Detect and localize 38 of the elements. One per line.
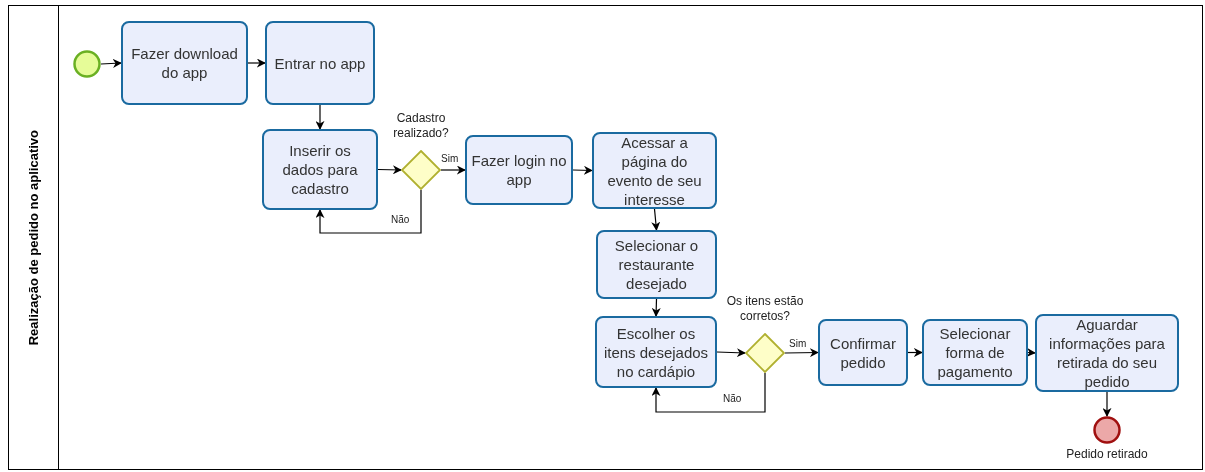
arrow	[784, 348, 819, 358]
arrow	[315, 189, 422, 234]
edge-label: Sim	[789, 338, 807, 350]
arrow	[1026, 347, 1036, 357]
arrow	[651, 208, 661, 231]
arrow	[377, 165, 402, 175]
arrow	[651, 372, 766, 413]
node-caption: Os itens estão corretos?	[725, 294, 805, 325]
process-box: Inserir os dados para cadastro	[262, 129, 378, 210]
node-caption: Cadastro realizado?	[392, 111, 450, 142]
arrow	[315, 104, 325, 130]
node-caption: Pedido retirado	[1065, 447, 1149, 463]
arrow	[651, 298, 661, 317]
edge-label: Sim	[441, 153, 459, 165]
arrow	[247, 58, 266, 68]
arrow	[716, 348, 746, 358]
process-box: Confirmar pedido	[818, 319, 908, 386]
start-event-circle	[73, 50, 101, 78]
arrow	[907, 348, 923, 357]
process-box: Selecionar o restaurante desejado	[596, 230, 717, 299]
process-box: Aguardar informações para retirada do seu pedido	[1035, 314, 1179, 392]
process-box: Acessar a página do evento de seu interesse	[592, 132, 717, 209]
decision-diamond	[745, 333, 785, 373]
arrow	[100, 58, 122, 68]
edge-label: Não	[391, 214, 410, 226]
swimlane-pool	[8, 5, 1203, 470]
process-box: Fazer login no app	[465, 135, 573, 205]
arrow	[572, 165, 593, 175]
arrow	[1102, 391, 1112, 417]
process-box: Entrar no app	[265, 21, 375, 105]
process-box: Fazer download do app	[121, 21, 248, 105]
arrow	[440, 165, 466, 175]
end-event-circle	[1093, 416, 1121, 444]
edge-label: Não	[723, 393, 742, 405]
process-box: Escolher os itens desejados no cardápio	[595, 316, 717, 388]
decision-diamond	[401, 150, 441, 190]
lane-title: Realização de pedido no aplicativo	[24, 129, 42, 346]
process-box: Selecionar forma de pagamento	[922, 319, 1028, 386]
